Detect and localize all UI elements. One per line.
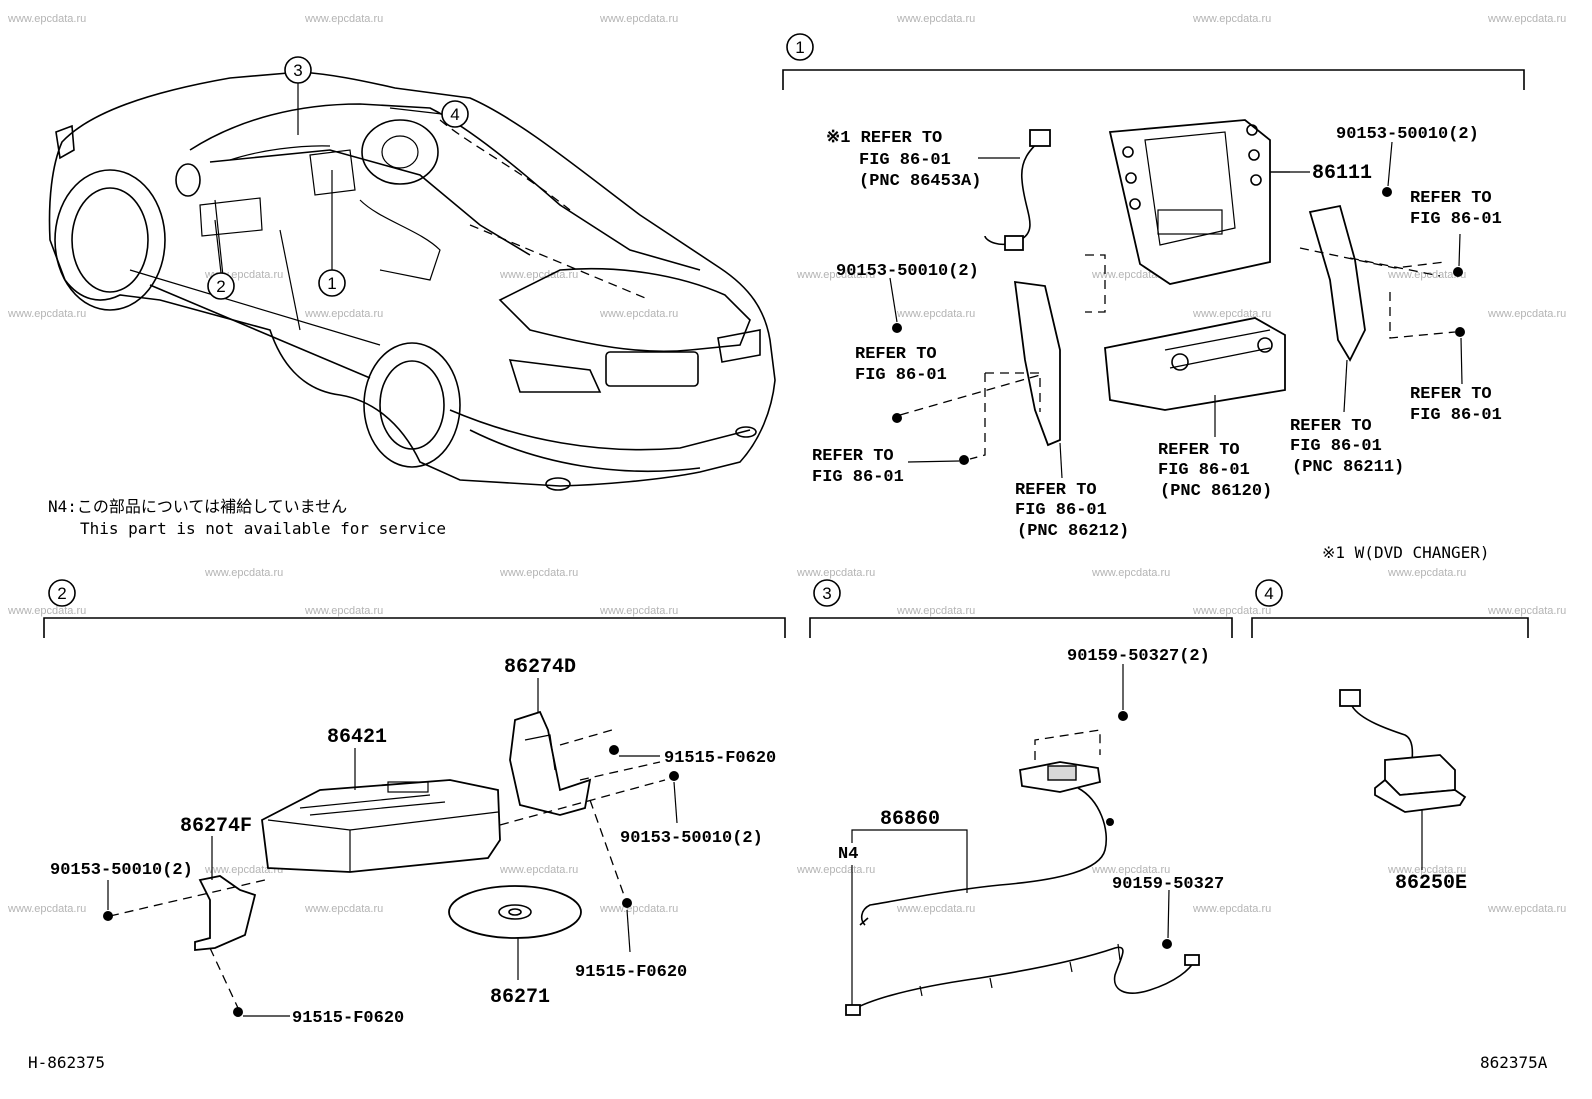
watermark: www.epcdata.ru [1487,13,1566,25]
ref-pnc-86212-line1: REFER TO [1015,481,1097,500]
watermark: www.epcdata.ru [896,308,975,320]
part-90153-50010-left[interactable]: 90153-50010(2) [50,861,193,880]
watermark: www.epcdata.ru [7,308,86,320]
ref-pnc-86453a-line3: (PNC 86453A) [859,172,981,191]
watermark: www.epcdata.ru [1487,308,1566,320]
ref-right-lower-line2: FIG 86-01 [1410,406,1502,425]
part-86271[interactable]: 86271 [490,986,550,1009]
ref-pnc-86453a-line2: FIG 86-01 [859,151,951,170]
section-2: 2 [43,579,786,1028]
watermark: www.epcdata.ru [499,269,578,281]
part-86274f[interactable]: 86274F [180,815,252,838]
watermark: www.epcdata.ru [1192,605,1271,617]
watermark: www.epcdata.ru [304,13,383,25]
watermark: www.epcdata.ru [796,567,875,579]
watermark: www.epcdata.ru [599,903,678,915]
watermark: www.epcdata.ru [896,903,975,915]
ref-pnc-86212-line3: (PNC 86212) [1017,522,1129,541]
watermark: www.epcdata.ru [304,605,383,617]
part-90159-50327[interactable]: 90159-50327 [1112,875,1224,894]
ref-left-lower-line1: REFER TO [812,447,894,466]
note-en: This part is not available for service [80,519,446,538]
footer-left-code: H-862375 [28,1053,105,1072]
watermark: www.epcdata.ru [1387,567,1466,579]
section-2-marker: 2 [57,584,66,603]
part-n4: N4 [838,845,858,864]
footer-right-code: 862375A [1480,1053,1548,1072]
part-86274d[interactable]: 86274D [504,656,576,679]
watermark: www.epcdata.ru [7,903,86,915]
watermark: www.epcdata.ru [896,605,975,617]
watermark: www.epcdata.ru [599,308,678,320]
part-90159-50327-2[interactable]: 90159-50327(2) [1067,647,1210,666]
part-91515-f0620-top[interactable]: 91515-F0620 [664,749,776,768]
watermark: www.epcdata.ru [499,567,578,579]
part-90153-50010-right[interactable]: 90153-50010(2) [620,829,763,848]
part-91515-f0620-mid[interactable]: 91515-F0620 [575,963,687,982]
section-1-marker: 1 [795,38,804,57]
car-callout-3: 3 [293,61,302,80]
part-90153-50010-top-right[interactable]: 90153-50010(2) [1336,125,1479,144]
section-4: 4 86250E [1251,579,1529,895]
car-callout-2: 2 [216,277,225,296]
watermark: www.epcdata.ru [304,308,383,320]
ref-pnc-86211-line3: (PNC 86211) [1292,458,1404,477]
section-3: 3 90159-50327(2) 86860 N4 90159-50327 [809,579,1233,1016]
car-overview: 3 4 1 2 [48,56,776,491]
ref-pnc-86211-line2: FIG 86-01 [1290,437,1382,456]
watermark: www.epcdata.ru [1192,13,1271,25]
ref-pnc-86120-line1: REFER TO [1158,441,1240,460]
note-jp: N4:この部品については補給していません [48,497,347,516]
watermark: www.epcdata.ru [204,864,283,876]
watermark: www.epcdata.ru [304,903,383,915]
ref-right-lower-line1: REFER TO [1410,385,1492,404]
part-86250e[interactable]: 86250E [1395,872,1467,895]
watermark: www.epcdata.ru [1487,903,1566,915]
ref-pnc-86212-line2: FIG 86-01 [1015,501,1107,520]
ref-right-upper-line2: FIG 86-01 [1410,210,1502,229]
part-86111[interactable]: 86111 [1312,162,1372,185]
watermark: www.epcdata.ru [599,13,678,25]
watermark: www.epcdata.ru [499,864,578,876]
ref-pnc-86453a-line1: ※1 REFER TO [826,129,942,148]
section-3-marker: 3 [822,584,831,603]
ref-right-upper-line1: REFER TO [1410,189,1492,208]
watermark: www.epcdata.ru [1192,308,1271,320]
watermark: www.epcdata.ru [896,13,975,25]
part-86860[interactable]: 86860 [880,808,940,831]
part-90153-50010-left[interactable]: 90153-50010(2) [836,262,979,281]
watermark: www.epcdata.ru [1487,605,1566,617]
part-91515-f0620-bottom[interactable]: 91515-F0620 [292,1009,404,1028]
ref-left-upper-line2: FIG 86-01 [855,366,947,385]
watermark: www.epcdata.ru [1091,864,1170,876]
ref-pnc-86120-line3: (PNC 86120) [1160,482,1272,501]
ref-left-upper-line1: REFER TO [855,345,937,364]
watermark: www.epcdata.ru [7,605,86,617]
watermark: www.epcdata.ru [1387,269,1466,281]
watermark: www.epcdata.ru [1091,567,1170,579]
watermark: www.epcdata.ru [796,269,875,281]
ref-pnc-86211-line1: REFER TO [1290,417,1372,436]
ref-left-lower-line2: FIG 86-01 [812,468,904,487]
watermark: www.epcdata.ru [204,567,283,579]
car-callout-1: 1 [327,274,336,293]
watermark: www.epcdata.ru [796,864,875,876]
footnote-dvd-changer: ※1 W(DVD CHANGER) [1322,543,1490,562]
section-1: 1 [782,33,1525,562]
car-callout-4: 4 [450,105,459,124]
watermark: www.epcdata.ru [1192,903,1271,915]
watermark: www.epcdata.ru [7,13,86,25]
part-86421[interactable]: 86421 [327,726,387,749]
ref-pnc-86120-line2: FIG 86-01 [1158,461,1250,480]
section-4-marker: 4 [1264,584,1273,603]
watermark: www.epcdata.ru [599,605,678,617]
watermark: www.epcdata.ru [1387,864,1466,876]
